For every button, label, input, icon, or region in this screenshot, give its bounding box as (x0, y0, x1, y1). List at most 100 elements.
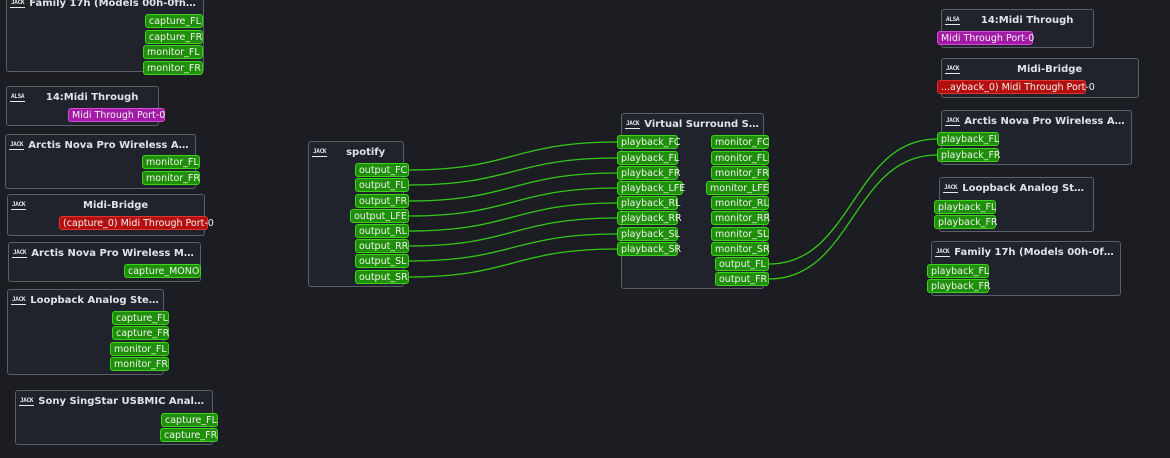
connection-wire[interactable] (768, 138, 938, 265)
port-out-capture-fl[interactable]: capture_FL (161, 413, 218, 427)
port-out-monitor-fl[interactable]: monitor_FL (142, 155, 200, 169)
node-title: Virtual Surround Sink (644, 118, 760, 130)
jack-icon: JACK (935, 247, 951, 257)
node-title: Sony SingStar USBMIC Analog S... (38, 395, 209, 407)
port-out-capture-fl[interactable]: capture_FL (112, 311, 169, 325)
connection-wire[interactable] (408, 172, 618, 202)
alsa-icon: ALSA (10, 92, 26, 102)
node-header: JACK spotify (312, 144, 400, 160)
jack-icon: JACK (10, 0, 26, 8)
port-in-playback-fr[interactable]: playback_FR (937, 148, 1001, 162)
port-out-monitor-fl[interactable]: monitor_FL (143, 45, 203, 59)
connection-wire[interactable] (408, 217, 618, 247)
port-in-midi-through-port-0[interactable]: Midi Through Port-0 (937, 31, 1034, 45)
jack-icon: JACK (625, 119, 641, 129)
port-out-monitor-lfe[interactable]: monitor_LFE (706, 181, 769, 195)
port-out-monitor-rl[interactable]: monitor_RL (711, 196, 769, 210)
port-out-output-sr[interactable]: output_SR (355, 270, 409, 284)
port-in-playback-rl[interactable]: playback_RL (617, 196, 680, 210)
alsa-icon: ALSA (945, 15, 961, 25)
port-out-capture-0-midi-through-port-0[interactable]: (capture_0) Midi Through Port-0 (59, 216, 214, 230)
port-out-output-fr[interactable]: output_FR (355, 194, 409, 208)
port-in-playback-fc[interactable]: playback_FC (617, 135, 681, 149)
connection-wire[interactable] (408, 233, 618, 262)
port-in-playback-fr[interactable]: playback_FR (617, 166, 681, 180)
port-out-monitor-fc[interactable]: monitor_FC (711, 135, 769, 149)
jack-icon: JACK (11, 295, 27, 305)
port-out-output-rr[interactable]: output_RR (355, 239, 409, 253)
jack-icon: JACK (12, 248, 28, 258)
port-out-monitor-rr[interactable]: monitor_RR (711, 211, 770, 225)
port-in-playback-fr[interactable]: playback_FR (934, 215, 998, 229)
node-title: Family 17h (Models 00h-0fh) H... (954, 246, 1117, 258)
port-out-capture-mono[interactable]: capture_MONO (124, 264, 201, 278)
node-header: ALSA 14:Midi Through (10, 89, 155, 105)
connection-wire[interactable] (408, 157, 618, 186)
port-out-capture-fr[interactable]: capture_FR (112, 326, 169, 340)
port-out-output-fr[interactable]: output_FR (715, 272, 769, 286)
port-out-output-fc[interactable]: output_FC (355, 163, 409, 177)
node-title: Midi-Bridge (1017, 63, 1083, 75)
port-out-output-rl[interactable]: output_RL (355, 224, 409, 238)
node-title: Arctis Nova Pro Wireless Mono (31, 247, 197, 259)
port-out-output-lfe[interactable]: output_LFE (350, 209, 409, 223)
port-in-playback-fl[interactable]: playback_FL (617, 151, 679, 165)
port-out-capture-fr[interactable]: capture_FR (145, 30, 203, 44)
port-out-monitor-sr[interactable]: monitor_SR (711, 242, 770, 256)
node-header: ALSA 14:Midi Through (945, 12, 1090, 28)
node-title: 14:Midi Through (45, 91, 139, 103)
node-title: Family 17h (Models 00h-0fh) H... (29, 0, 200, 9)
port-in-playback-fl[interactable]: playback_FL (937, 132, 999, 146)
connection-wire[interactable] (408, 141, 618, 171)
port-out-capture-fr[interactable]: capture_FR (160, 428, 218, 442)
jack-icon: JACK (945, 64, 961, 74)
port-out-capture-fl[interactable]: capture_FL (145, 14, 203, 28)
port-in-playback-sr[interactable]: playback_SR (617, 242, 681, 256)
node-title: Loopback Analog Stereo (962, 182, 1090, 194)
port-in-ayback-0-midi-through-port-0[interactable]: ...ayback_0) Midi Through Port-0 (937, 80, 1095, 94)
jack-icon: JACK (943, 183, 959, 193)
node-title: spotify (346, 146, 386, 158)
connection-wire[interactable] (408, 202, 618, 232)
port-in-playback-fl[interactable]: playback_FL (927, 264, 989, 278)
connection-wire[interactable] (408, 187, 618, 217)
port-out-monitor-sl[interactable]: monitor_SL (711, 227, 769, 241)
port-out-monitor-fr[interactable]: monitor_FR (711, 166, 769, 180)
port-out-monitor-fr[interactable]: monitor_FR (142, 171, 200, 185)
node-title: Arctis Nova Pro Wireless Anal... (964, 115, 1128, 127)
port-out-monitor-fr[interactable]: monitor_FR (143, 61, 203, 75)
node-title: 14:Midi Through (980, 14, 1074, 26)
port-out-monitor-fl[interactable]: monitor_FL (110, 342, 169, 356)
port-out-output-sl[interactable]: output_SL (355, 254, 409, 268)
jack-icon: JACK (19, 396, 35, 406)
node-title: Loopback Analog Stereo (30, 294, 160, 306)
port-out-output-fl[interactable]: output_FL (355, 178, 409, 192)
port-in-playback-fr[interactable]: playback_FR (927, 279, 991, 293)
jack-icon: JACK (9, 140, 25, 150)
port-in-playback-fl[interactable]: playback_FL (934, 200, 996, 214)
port-out-monitor-fr[interactable]: monitor_FR (110, 357, 169, 371)
connection-wire[interactable] (768, 154, 938, 280)
jack-icon: JACK (945, 116, 961, 126)
jack-icon: JACK (11, 200, 27, 210)
port-in-playback-sl[interactable]: playback_SL (617, 227, 680, 241)
port-in-playback-rr[interactable]: playback_RR (617, 211, 682, 225)
jack-icon: JACK (312, 147, 328, 157)
port-out-midi-through-port-0[interactable]: Midi Through Port-0 (68, 108, 165, 122)
port-out-output-fl[interactable]: output_FL (715, 257, 769, 271)
port-out-monitor-fl[interactable]: monitor_FL (711, 151, 769, 165)
connection-wire[interactable] (408, 248, 618, 278)
port-in-playback-lfe[interactable]: playback_LFE (617, 181, 685, 195)
